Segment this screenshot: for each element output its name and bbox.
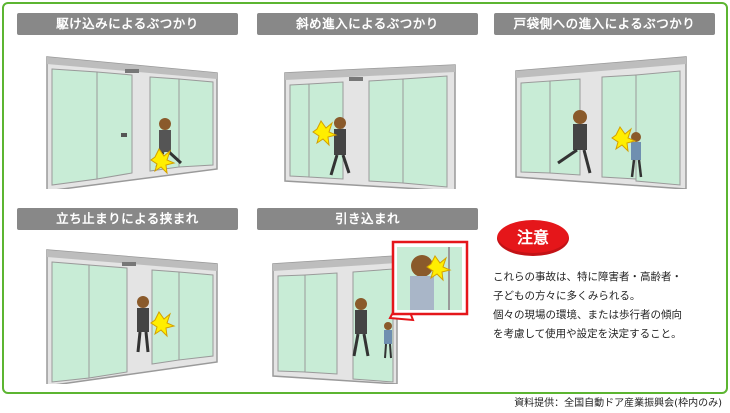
door-illustration-rushing-in	[46, 56, 218, 189]
caution-badge: 注意	[497, 220, 569, 256]
panel-title: 立ち止まりによる挟まれ	[17, 208, 238, 230]
panel-standing-caught: 立ち止まりによる挟まれ	[17, 208, 238, 388]
door-illustration-drawn-in	[272, 240, 469, 384]
caution-line: 個々の現場の環境、または歩行者の傾向	[493, 309, 682, 321]
panel-title: 斜め進入によるぶつかり	[257, 13, 478, 35]
panel-title: 戸袋側への進入によるぶつかり	[494, 13, 715, 35]
panel-pocket-side-entry: 戸袋側への進入によるぶつかり	[494, 13, 715, 189]
door-illustration-pocket-side-entry	[515, 56, 687, 189]
panel-rushing-in: 駆け込みによるぶつかり	[17, 13, 238, 189]
caution-line: を考慮して使用や設定を決定すること。	[493, 328, 682, 340]
panel-drawn-in: 引き込まれ	[257, 208, 478, 388]
caution-line: これらの事故は、特に障害者・高齢者・	[493, 271, 682, 283]
panel-diagonal-entry: 斜め進入によるぶつかり	[257, 13, 478, 189]
panel-title: 駆け込みによるぶつかり	[17, 13, 238, 35]
caution-line: 子どもの方々に多くみられる。	[493, 290, 641, 302]
panel-title: 引き込まれ	[257, 208, 478, 230]
caution-text: これらの事故は、特に障害者・高齢者・ 子どもの方々に多くみられる。 個々の現場の…	[493, 268, 718, 344]
door-illustration-diagonal-entry	[284, 64, 456, 189]
door-illustration-standing-caught	[46, 249, 218, 384]
source-credit: 資料提供：全国自動ドア産業振興会(枠内のみ)	[514, 398, 722, 409]
